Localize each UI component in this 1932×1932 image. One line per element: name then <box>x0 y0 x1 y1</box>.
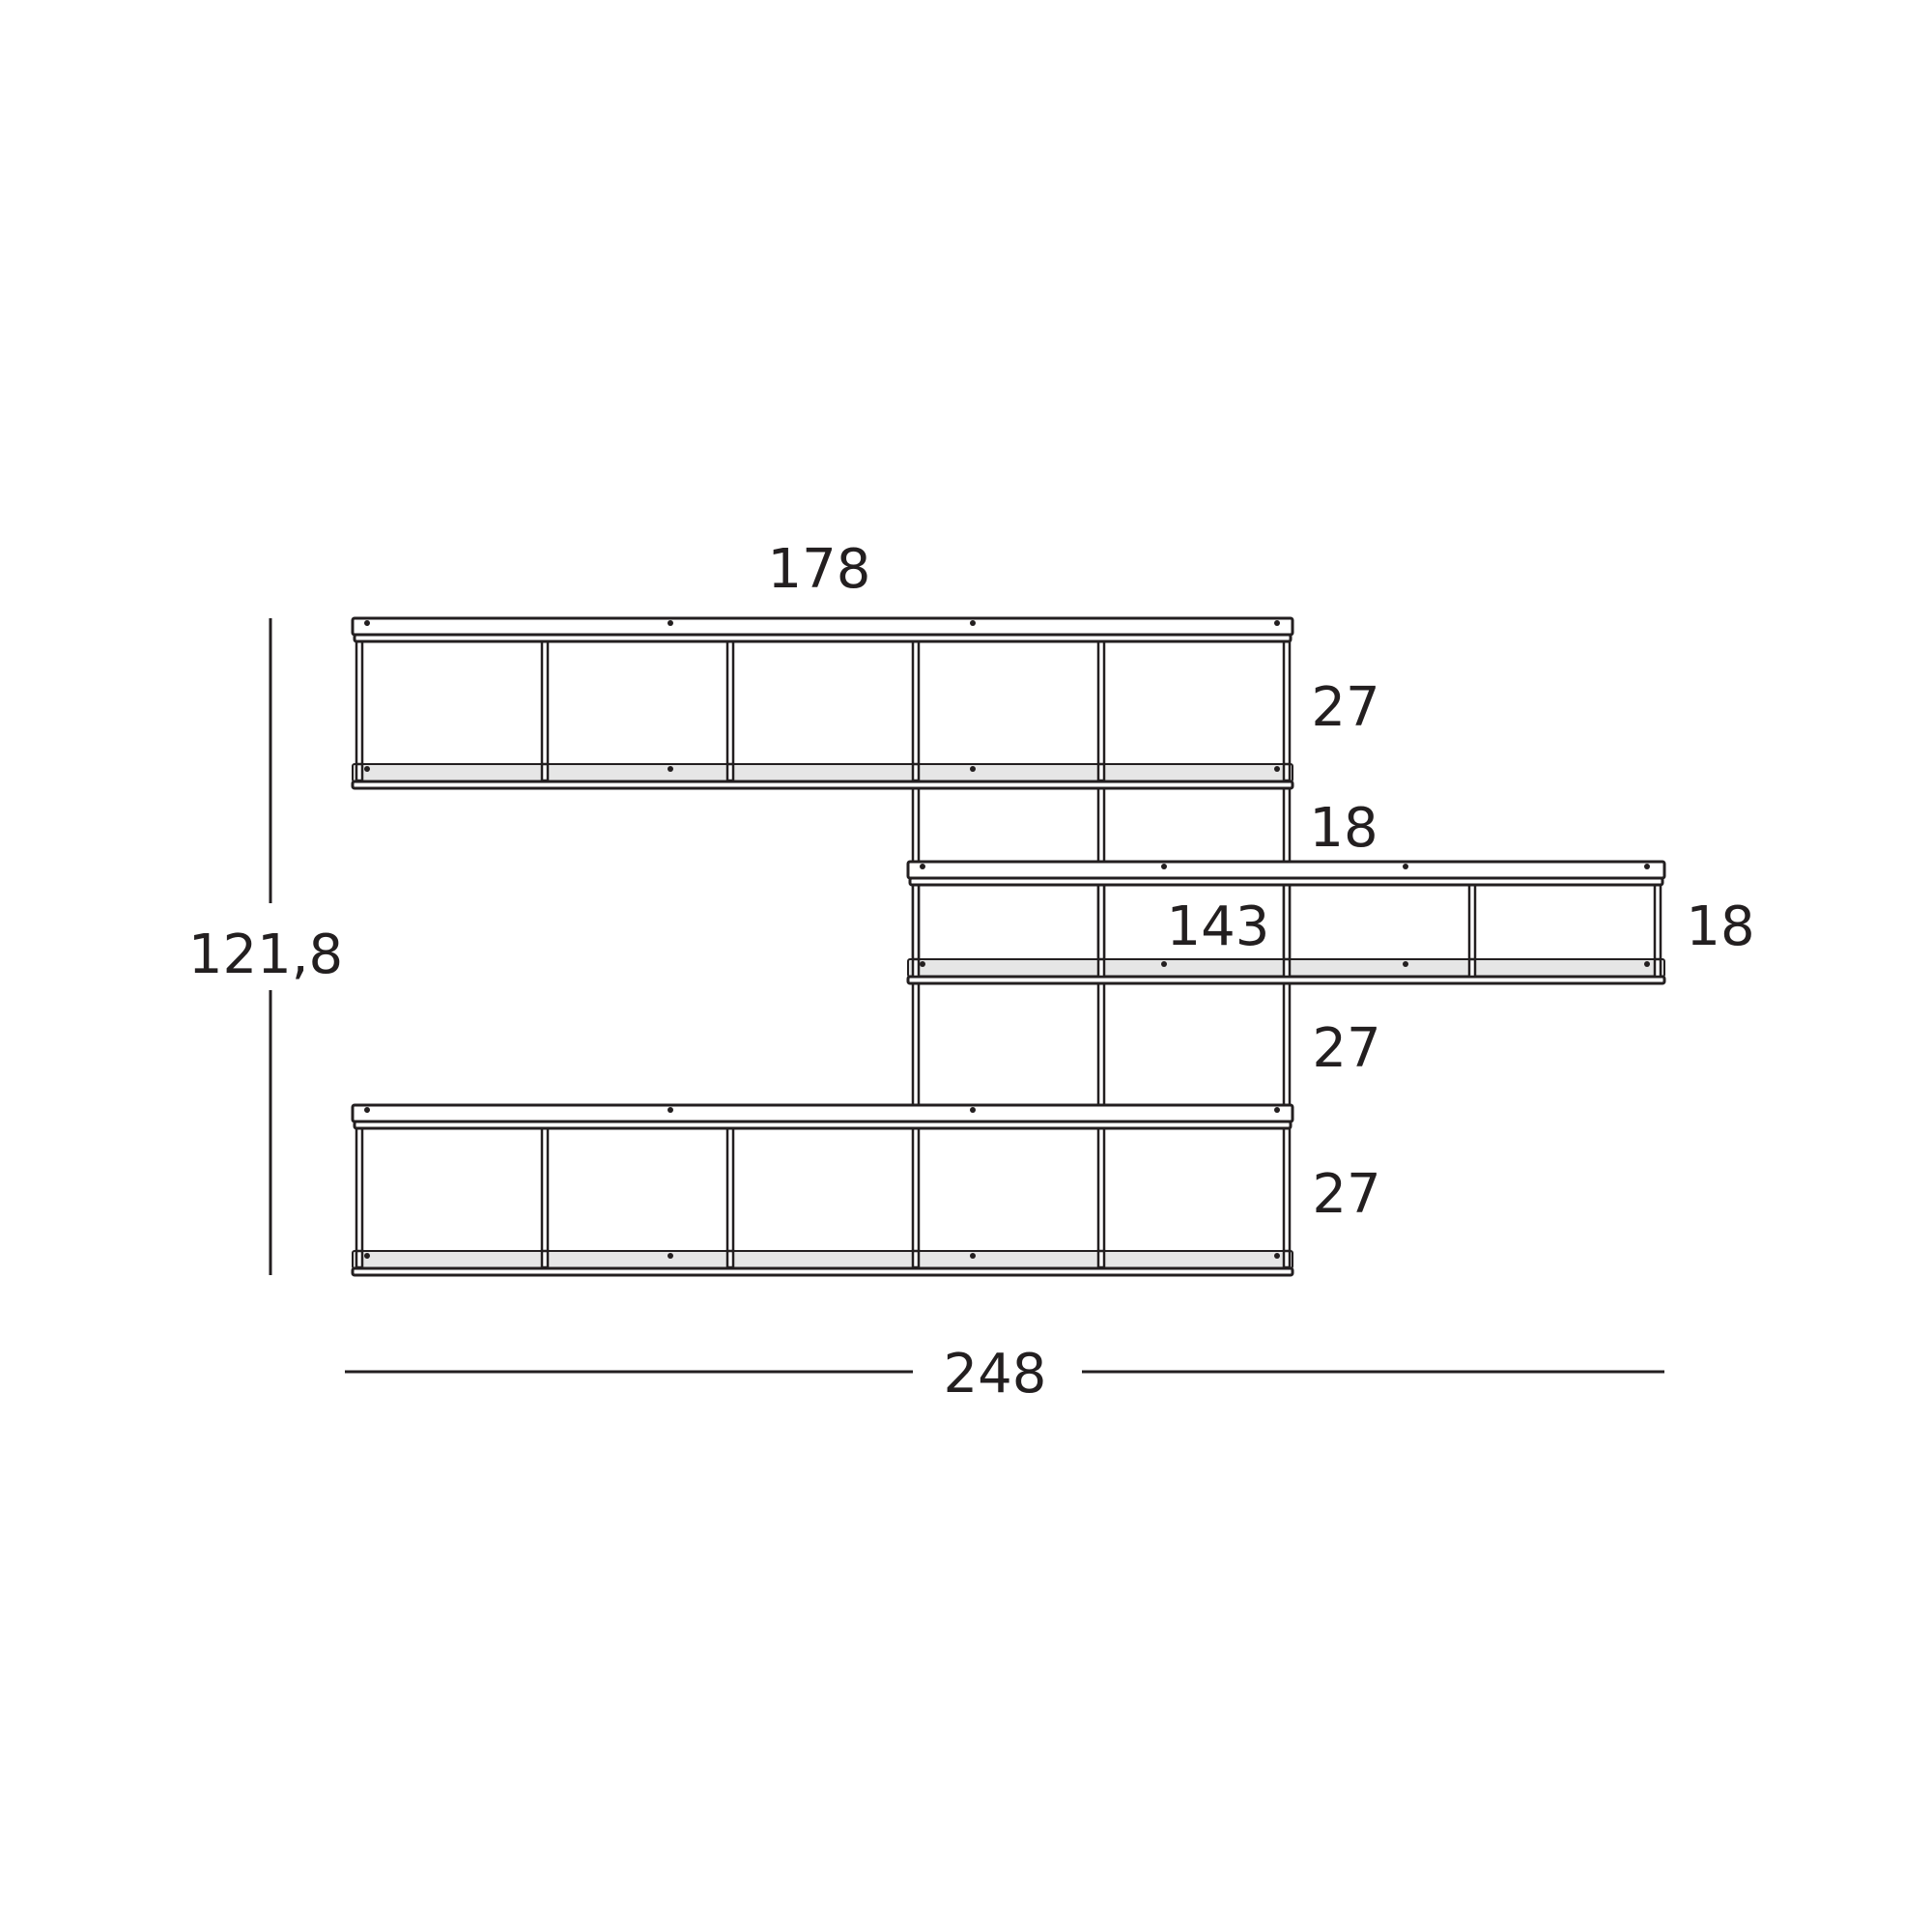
shelf-bolt <box>1274 620 1280 626</box>
shelf-bolt <box>364 1253 370 1259</box>
shelf-board-edge <box>351 780 1294 790</box>
shelf-post <box>355 1126 364 1269</box>
shelf-bolt <box>1644 864 1650 869</box>
shelf-post <box>1653 881 1662 973</box>
shelf-posts <box>355 639 1662 1269</box>
shelf-post <box>540 1126 550 1269</box>
shelf-board-top <box>906 860 1666 880</box>
shelf-post-front <box>540 762 550 782</box>
top-shelf-width-label: 178 <box>768 538 871 601</box>
right-shelf-width-label: 143 <box>1167 895 1270 958</box>
overall-width-label: 248 <box>944 1343 1047 1406</box>
shelf-bolt <box>364 766 370 772</box>
shelf-bolt <box>364 1107 370 1113</box>
overall-height-dimension: 121,8 <box>188 618 343 1275</box>
shelf-board-lip <box>353 1120 1293 1130</box>
shelf-board-face <box>352 763 1293 782</box>
shelf-post-front <box>725 762 735 782</box>
shelf-post-front <box>1653 957 1662 979</box>
shelf-post-front <box>1467 957 1477 979</box>
shelf-board-top <box>351 616 1294 637</box>
shelf-board-edge <box>351 1266 1294 1277</box>
shelf-bolt <box>1403 864 1408 869</box>
shelf-post-front <box>911 957 921 979</box>
shelf-bolt <box>668 766 673 772</box>
shelf-bolt <box>970 620 976 626</box>
shelf-bolt <box>920 864 925 869</box>
bottom-compartment-height-label: 27 <box>1312 1163 1380 1226</box>
upper-gap-height-label: 18 <box>1309 797 1378 860</box>
shelf-board-top <box>351 1103 1294 1123</box>
shelf-bolt <box>1274 1253 1280 1259</box>
shelf-post <box>1096 881 1106 973</box>
shelf-post-front <box>355 762 364 782</box>
shelf-post <box>1467 881 1477 973</box>
shelf-bolt <box>970 766 976 772</box>
shelf-boards <box>351 616 1666 1277</box>
top-compartment-height-label: 27 <box>1311 676 1379 739</box>
shelf-post <box>1282 881 1292 973</box>
shelf-bolt <box>1274 1107 1280 1113</box>
shelf-post-front <box>1096 762 1106 782</box>
shelf-bolt <box>970 1107 976 1113</box>
shelf-post <box>725 639 735 782</box>
shelf-post-front <box>1096 1249 1106 1269</box>
shelf-post-front <box>1282 957 1292 979</box>
shelf-board-lip <box>908 876 1664 887</box>
shelf-board-lip <box>353 633 1293 643</box>
shelf-bolt <box>1274 766 1280 772</box>
shelf-bolt <box>364 620 370 626</box>
shelf-bolt <box>1161 961 1167 967</box>
shelf-bolt <box>1644 961 1650 967</box>
shelf-post-front <box>355 1249 364 1269</box>
right-compartment-height-label: 18 <box>1686 895 1754 958</box>
shelf-post-front <box>911 762 921 782</box>
shelf-post <box>355 639 364 782</box>
shelf-post-front <box>911 1249 921 1269</box>
shelf-board-face <box>352 1250 1293 1269</box>
shelf-post <box>540 639 550 782</box>
shelf-post <box>725 1126 735 1269</box>
shelf-post-front <box>540 1249 550 1269</box>
shelf-post-front <box>725 1249 735 1269</box>
shelf-bolt <box>668 620 673 626</box>
shelf-post-front <box>1282 762 1292 782</box>
shelf-post-front <box>1096 957 1106 979</box>
overall-width-dimension: 248 <box>345 1343 1664 1406</box>
overall-height-label: 121,8 <box>188 923 343 986</box>
shelf-bolt <box>1403 961 1408 967</box>
shelf-bolt <box>1161 864 1167 869</box>
shelf-bolt <box>970 1253 976 1259</box>
shelf-bolt <box>920 961 925 967</box>
middle-gap-height-label: 27 <box>1312 1017 1380 1080</box>
shelf-post-front <box>1282 1249 1292 1269</box>
shelf-bolt <box>668 1253 673 1259</box>
shelf-bolt <box>668 1107 673 1113</box>
shelf-post <box>911 881 921 973</box>
